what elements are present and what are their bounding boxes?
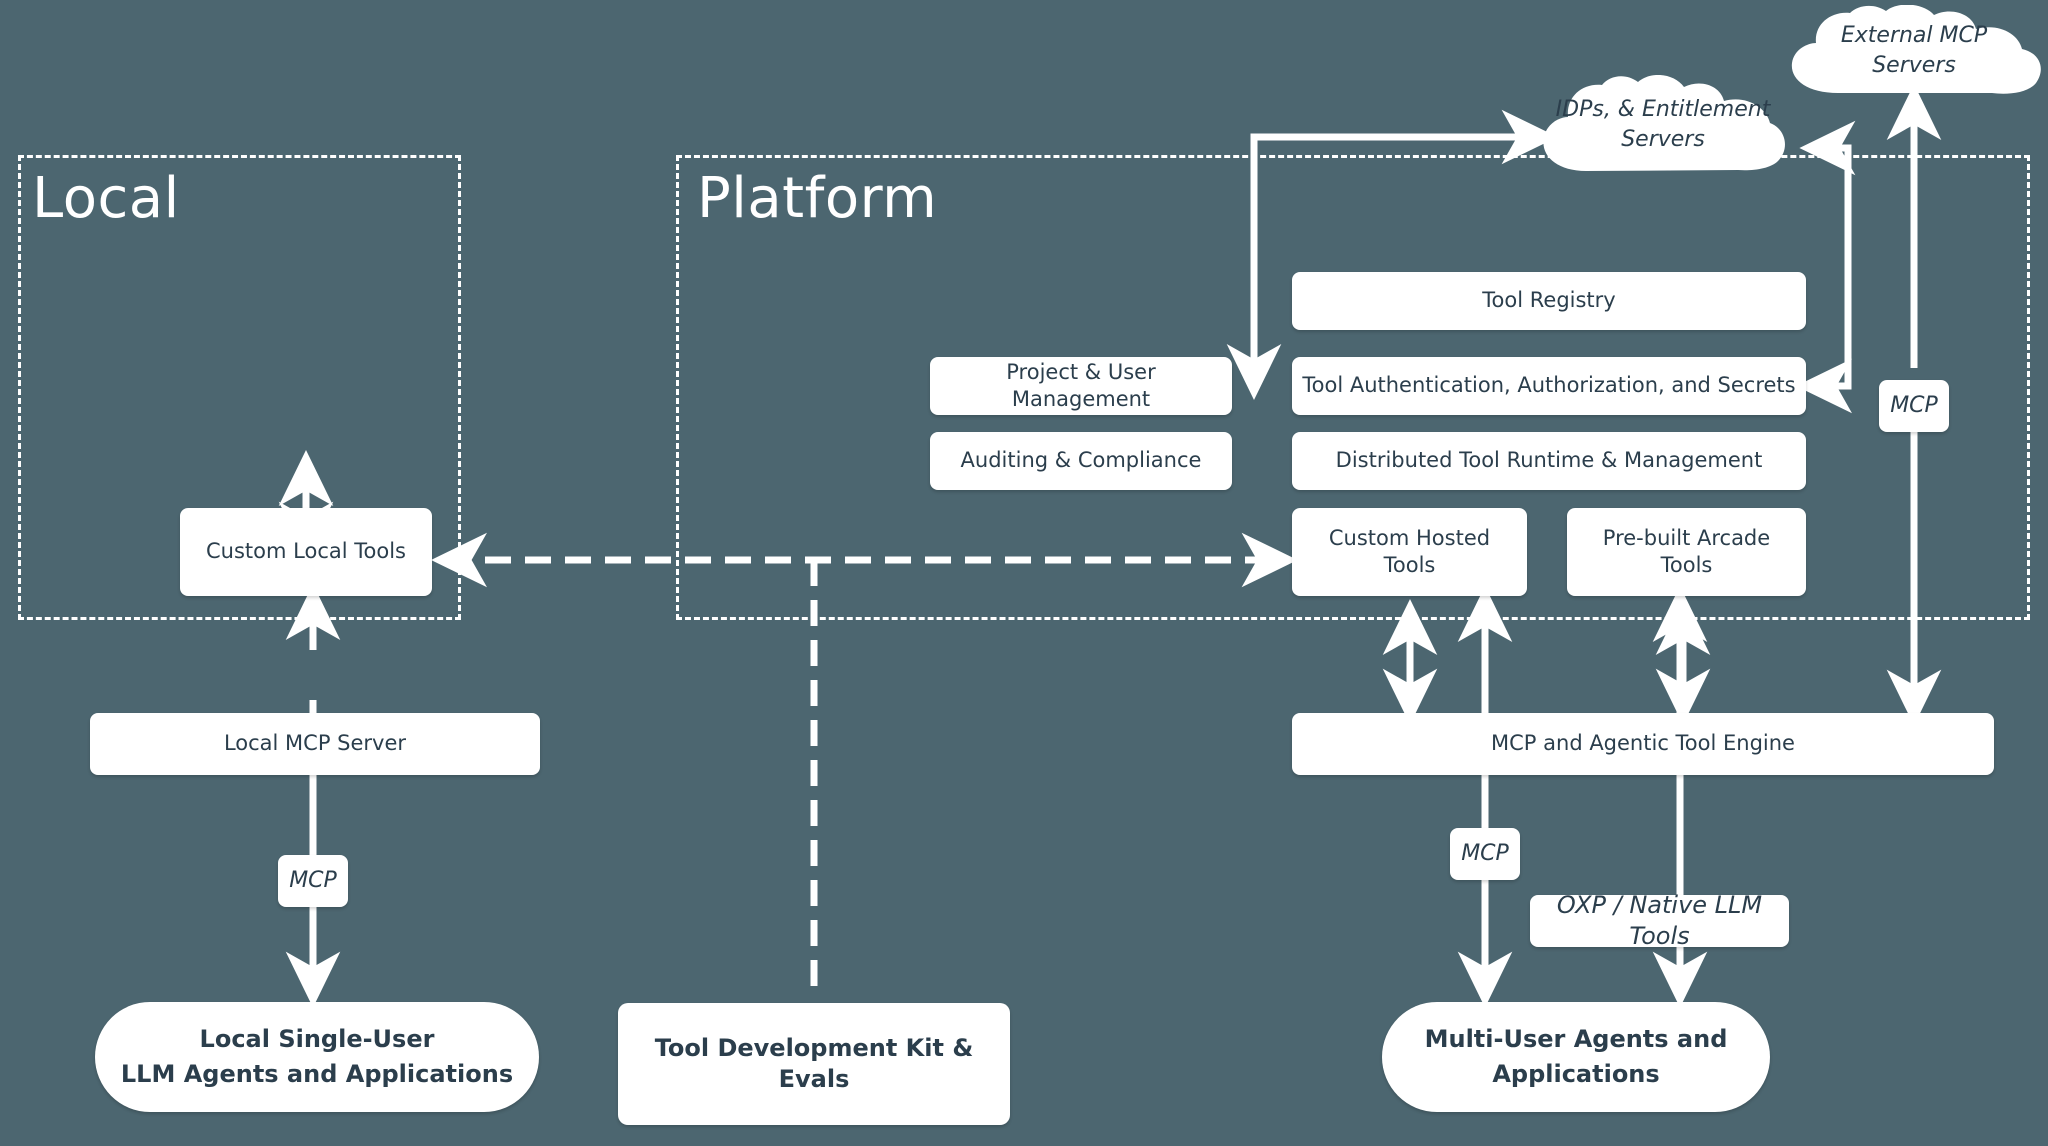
node-prebuilt-arcade-tools[interactable]: Pre-built Arcade Tools	[1567, 508, 1806, 596]
node-auditing-compliance[interactable]: Auditing & Compliance	[930, 432, 1232, 490]
cloud-idps-label: IDPs, & Entitlement Servers	[1555, 97, 1771, 152]
node-multi-user-agents[interactable]: Multi-User Agents and Applications	[1382, 1002, 1770, 1112]
node-tool-authentication[interactable]: Tool Authentication, Authorization, and …	[1292, 357, 1806, 415]
chip-mcp-external-link: MCP	[1879, 380, 1949, 432]
node-distributed-tool-runtime[interactable]: Distributed Tool Runtime & Management	[1292, 432, 1806, 490]
cloud-idps-entitlement-servers: IDPs, & Entitlement Servers	[1532, 75, 1794, 175]
node-local-mcp-server[interactable]: Local MCP Server	[90, 713, 540, 775]
node-local-llm-agents-line2: LLM Agents and Applications	[120, 1060, 514, 1088]
node-oxp-native-llm-tools[interactable]: OXP / Native LLM Tools	[1530, 891, 1789, 950]
cloud-external-mcp-servers: External MCP Servers	[1778, 5, 2048, 97]
node-local-llm-agents[interactable]: Local Single-User LLM Agents and Applica…	[95, 1002, 539, 1112]
cloud-shape-idps	[1543, 75, 1785, 171]
cloud-shape-external	[1791, 5, 2041, 94]
node-multi-user-agents-line2: Applications	[1492, 1060, 1660, 1088]
node-multi-user-agents-line1: Multi-User Agents and	[1424, 1024, 1728, 1053]
zone-local	[18, 155, 461, 620]
node-tool-registry[interactable]: Tool Registry	[1292, 272, 1806, 330]
node-mcp-agentic-tool-engine[interactable]: MCP and Agentic Tool Engine	[1292, 713, 1994, 775]
node-project-user-management[interactable]: Project & User Management	[930, 357, 1232, 415]
node-custom-hosted-tools[interactable]: Custom Hosted Tools	[1292, 508, 1527, 596]
cloud-external-mcp-label: External MCP Servers	[1840, 23, 1988, 78]
zone-platform-title: Platform	[697, 166, 938, 231]
zone-local-title: Local	[32, 166, 180, 231]
chip-mcp-agents-link: MCP	[1450, 828, 1520, 880]
node-tool-development-kit[interactable]: Tool Development Kit & Evals	[618, 1003, 1010, 1125]
chip-mcp-local: MCP	[278, 855, 348, 907]
node-local-llm-agents-line1: Local Single-User	[199, 1024, 435, 1053]
node-custom-local-tools[interactable]: Custom Local Tools	[180, 508, 432, 596]
